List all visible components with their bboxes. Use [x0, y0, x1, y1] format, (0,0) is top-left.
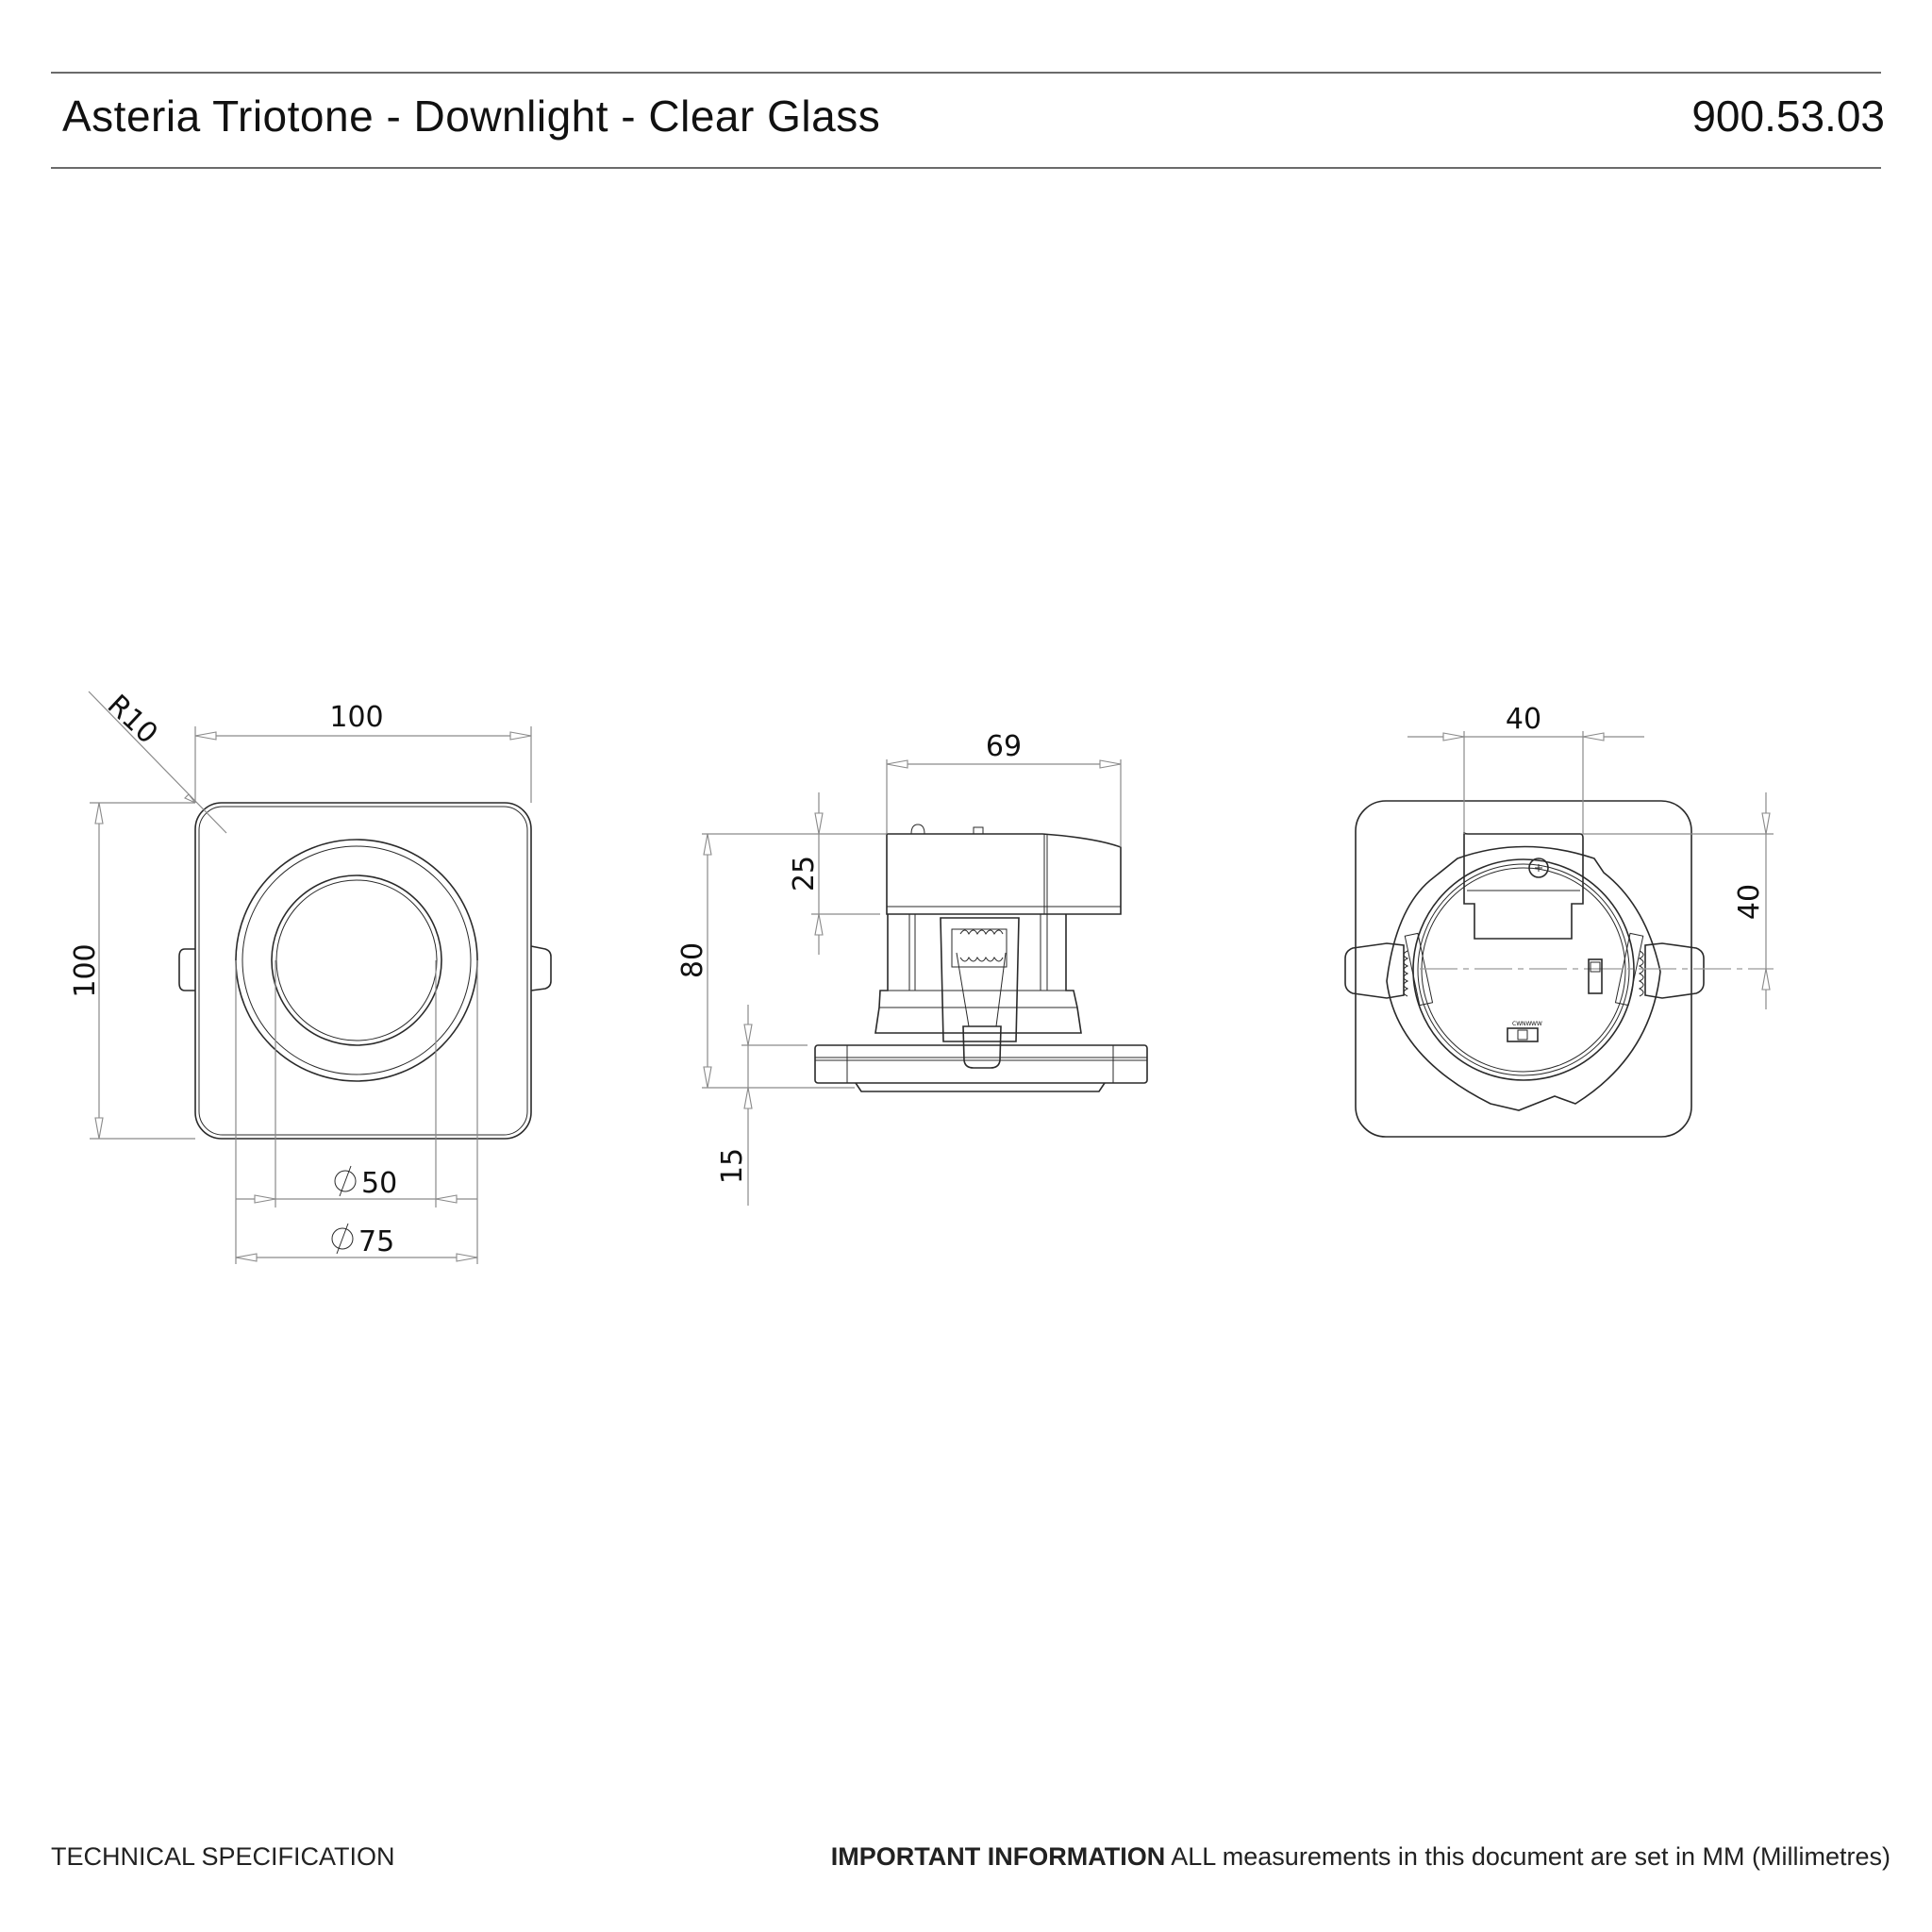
front-view: R10 100 100 50 75	[69, 689, 552, 1264]
footer-technical-specification: TECHNICAL SPECIFICATION	[51, 1842, 395, 1871]
power-switch	[1588, 958, 1603, 994]
side-view: 69 25 80 15	[676, 730, 1148, 1206]
right-spring-clip	[1614, 932, 1705, 1007]
header-bottom-rule	[51, 167, 1881, 169]
mounting-bracket	[1463, 831, 1584, 940]
dim-bezel-depth: 15	[716, 1148, 749, 1184]
screw-icon	[1528, 858, 1549, 878]
footer-important-information: IMPORTANT INFORMATION ALL measurements i…	[831, 1842, 1890, 1872]
bezel	[814, 1044, 1148, 1084]
rear-inner-ring	[1412, 858, 1635, 1081]
switch-label-cw: CW	[1512, 1021, 1522, 1027]
switch-label-nw: NW	[1522, 1021, 1531, 1027]
switch-label-ww: WW	[1531, 1021, 1542, 1027]
dim-width: 100	[329, 701, 383, 734]
dim-corner-radius: R10	[101, 689, 164, 751]
cct-switch	[1507, 1027, 1539, 1042]
right-clip	[530, 945, 552, 991]
dim-outer-diameter: 75	[358, 1225, 394, 1258]
spring-clip	[940, 917, 1020, 1042]
glass-lens	[855, 1082, 1106, 1092]
important-text: ALL measurements in this document are se…	[1165, 1842, 1890, 1871]
driver-box	[886, 833, 1122, 915]
document-title: Asteria Triotone - Downlight - Clear Gla…	[62, 92, 881, 141]
product-code: 900.53.03	[1691, 92, 1885, 141]
left-clip	[178, 948, 195, 991]
rear-view: CW NW WW 40 40	[1344, 703, 1774, 1138]
dim-height: 100	[69, 943, 102, 997]
dim-driver-width: 69	[986, 730, 1022, 763]
important-label: IMPORTANT INFORMATION	[830, 1842, 1166, 1871]
dim-bracket-width: 40	[1506, 703, 1541, 736]
dim-driver-height: 25	[788, 856, 821, 891]
header-top-rule	[51, 72, 1881, 74]
front-body-outline	[194, 802, 532, 1140]
dim-inner-diameter: 50	[361, 1167, 397, 1200]
dim-total-height: 80	[676, 942, 709, 978]
left-spring-clip	[1344, 932, 1434, 1007]
inner-ring-50	[271, 874, 442, 1046]
dim-bracket-height: 40	[1733, 884, 1766, 920]
rear-body-outline	[1355, 800, 1692, 1138]
